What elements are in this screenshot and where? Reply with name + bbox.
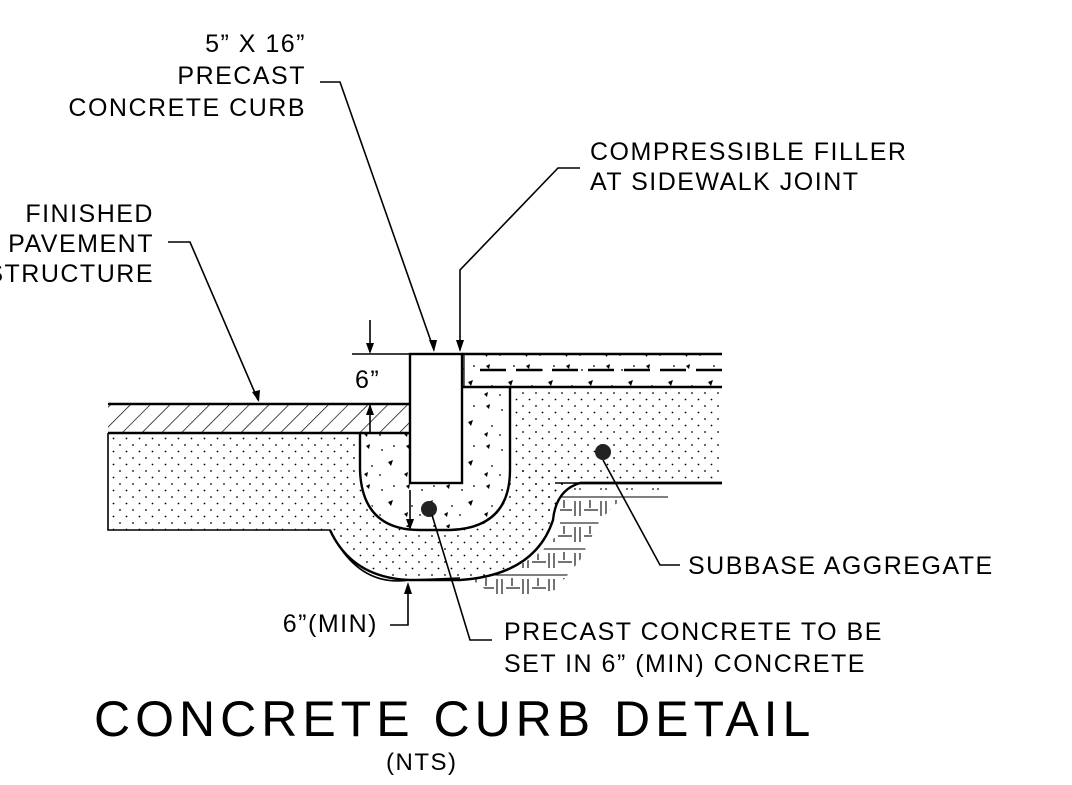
pavement-label-line-2: PAVEMENT: [8, 230, 154, 258]
curb-label-line-1: 5” X 16”: [205, 30, 306, 58]
subbase-aggregate-marker: [595, 444, 611, 460]
precast-curb: [408, 352, 464, 485]
pavement-label-line-1: FINISHED: [25, 200, 154, 228]
leader-lines: [168, 81, 680, 641]
drawing-subtitle: (NTS): [386, 749, 457, 776]
top-dimension-label: 6”: [355, 366, 380, 394]
bedding-aggregate-marker: [421, 501, 437, 517]
bottom-dimension-label: 6”(MIN): [283, 610, 378, 638]
subbase-label: SUBBASE AGGREGATE: [688, 552, 994, 580]
bedding-label-line-2: SET IN 6” (MIN) CONCRETE: [504, 650, 866, 678]
sidewalk-slab: [462, 352, 722, 389]
pavement-label-line-3: STRUCTURE: [0, 260, 154, 288]
concrete-bedding: [328, 387, 722, 582]
curb-concrete-fill: [362, 387, 508, 528]
filler-label-line-2: AT SIDEWALK JOINT: [590, 168, 860, 196]
drawing-title: CONCRETE CURB DETAIL: [94, 691, 815, 747]
curb-label-line-2: PRECAST: [177, 62, 306, 90]
filler-label-line-1: COMPRESSIBLE FILLER: [590, 138, 907, 166]
bedding-label-line-1: PRECAST CONCRETE TO BE: [504, 618, 883, 646]
pavement-structure: [108, 402, 410, 435]
top-dimension: [352, 320, 414, 530]
curb-label-line-3: CONCRETE CURB: [68, 94, 306, 122]
